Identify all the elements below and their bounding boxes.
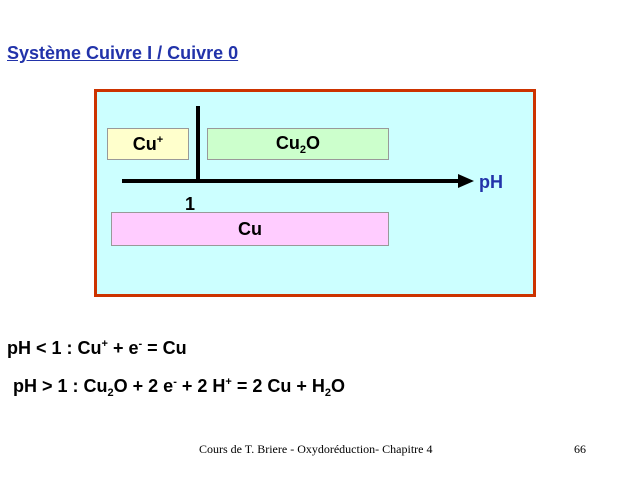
footer-text: Cours de T. Briere - Oxydoréduction- Cha… [199, 442, 433, 456]
cu-plus-domain-box: Cu+ [107, 128, 189, 160]
ph-axis-label: pH [479, 172, 503, 192]
cu2o-domain-box: Cu2O [207, 128, 389, 160]
page-number: 66 [574, 442, 586, 456]
cu-domain-box: Cu [111, 212, 389, 246]
ph-axis-arrowhead [458, 174, 474, 188]
equation-ph-below-1: pH < 1 : Cu+ + e- = Cu [7, 338, 187, 358]
equation-ph-above-1: pH > 1 : Cu2O + 2 e- + 2 H+ = 2 Cu + H2O [13, 376, 346, 399]
cu-plus-label: Cu+ [132, 133, 164, 154]
slide-title: Système Cuivre I / Cuivre 0 [7, 43, 239, 63]
boundary-line [196, 106, 200, 182]
predominance-diagram-panel [94, 89, 536, 297]
boundary-value-label: 1 [185, 194, 196, 214]
cu-label: Cu [238, 218, 262, 239]
cu2o-label: Cu2O [275, 132, 321, 156]
